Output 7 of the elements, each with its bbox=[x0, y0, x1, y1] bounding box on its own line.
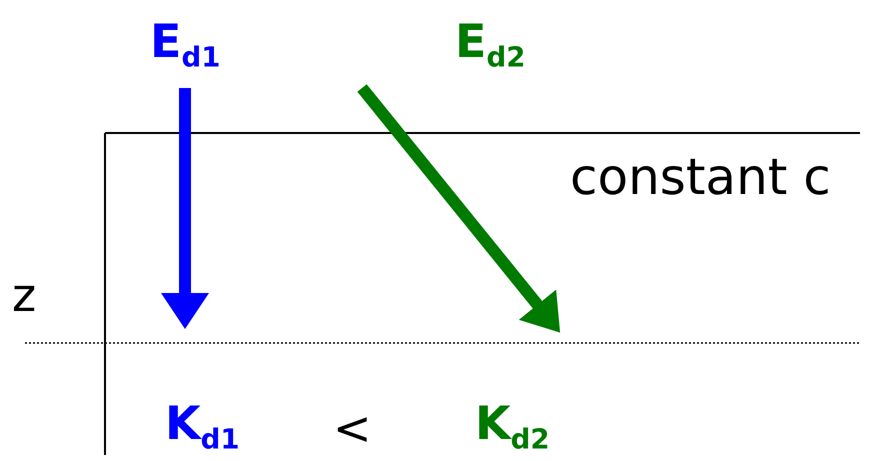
symbol-label: E$_{d2}$ bbox=[455, 18, 526, 72]
symbol-label: K$_{d2}$ bbox=[475, 400, 550, 454]
axis-label: z bbox=[12, 272, 36, 318]
symbol-label: E$_{d1}$ bbox=[150, 18, 220, 72]
comparison-sign: < bbox=[333, 405, 372, 451]
annotation-text: constant c bbox=[570, 152, 831, 202]
symbol-label: K$_{d1}$ bbox=[165, 400, 240, 454]
